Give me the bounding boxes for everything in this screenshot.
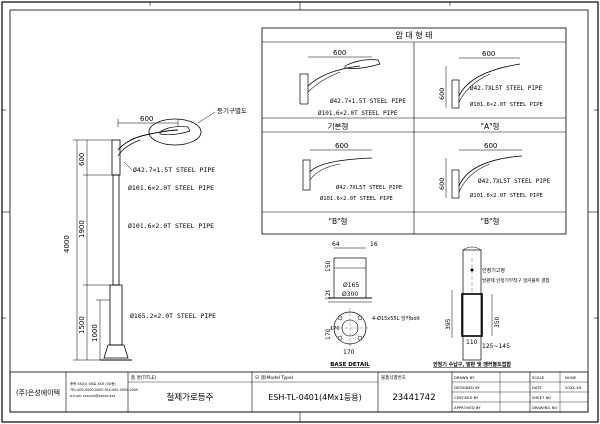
panel0-base: Ø101.6×2.0T STEEL PIPE <box>318 110 398 117</box>
panel3-width: 600 <box>484 142 497 150</box>
panel2-pipe: Ø42.7XL5T STEEL PIPE <box>336 184 402 191</box>
lamp-label: 등기구별도 <box>217 106 247 115</box>
door-detail: 안정기고정 발판제 안정기부착구 앵커볼트 결합 395 350 110 125… <box>433 246 551 368</box>
panel1-caption: "A"형 <box>481 122 500 131</box>
arm-table-title: 암 대 형 태 <box>395 30 432 40</box>
reg-number: 23441742 <box>392 393 435 403</box>
row-drawn: DRAWN BY <box>454 375 475 380</box>
reg-header: 물품식별번호 <box>381 374 406 381</box>
panel0-pipe: Ø42.7×1.5T STEEL PIPE <box>330 98 406 105</box>
arm-width-dim: 600 <box>140 115 153 123</box>
address-line-2: TEL:000-0000-0000 FAX:000-0000-0000 <box>69 388 138 392</box>
pole-foot <box>103 344 129 359</box>
name-header: 품 명(TITLE) <box>131 374 157 381</box>
base-d170c: 170 <box>330 326 340 332</box>
panel1-base: Ø101.6×2.0T STEEL PIPE <box>470 101 543 108</box>
lamp-circle <box>148 118 202 146</box>
panel3-caption: "B"형 <box>481 217 500 226</box>
arm-panel-b-right: 600 600 Ø42.7XL5T STEEL PIPE Ø101.6×2.0T… <box>438 142 551 226</box>
dim-4000: 4000 <box>63 235 71 253</box>
row-approved: APPROVED BY <box>454 405 481 410</box>
door-d350: 350 <box>494 316 501 328</box>
panel1-pipe: Ø42.7XL5T STEEL PIPE <box>470 85 543 92</box>
model-header: 모 델(Model Type) <box>255 374 294 381</box>
base-d12t: 12t <box>325 289 332 300</box>
dim-600: 600 <box>78 153 86 166</box>
arm-panel-a: 600 600 Ø42.7XL5T STEEL PIPE Ø101.6×2.0T… <box>438 50 543 131</box>
top-pipe-label: Ø101.6×2.0T STEEL PIPE <box>128 184 214 192</box>
val-date: 20XX.XX <box>565 385 582 390</box>
address-line-1: 충북 XXX시 XX로 XXX (XX동) <box>70 381 116 386</box>
panel3-base: Ø101.6×2.0T STEEL PIPE <box>470 192 543 199</box>
base-d150: 150 <box>325 260 332 272</box>
panel2-width: 600 <box>335 142 348 150</box>
arm-pipe-label: Ø42.7×1.5T STEEL PIPE <box>133 166 215 174</box>
pole-elevation: 600 등기구별도 Ø42.7×1.5T STEEL PIPE Ø101.6×2… <box>63 106 247 361</box>
company-name: (주)은성에이텍 <box>16 388 60 397</box>
address-line-3: e-mail: xxxxxx@xxxxx.xxx <box>70 394 115 398</box>
lamp-head <box>159 126 191 135</box>
dim-1500: 1500 <box>78 316 86 334</box>
base-pipe-label: Ø165.2×2.0T STEEL PIPE <box>130 312 216 320</box>
panel0-width: 600 <box>333 49 346 57</box>
door-d395: 395 <box>445 318 452 330</box>
panel1-height: 600 <box>438 88 446 100</box>
door-pad-label: 안정기고정 <box>482 267 505 274</box>
panel0-caption: 기본형 <box>328 122 349 131</box>
panel2-caption: "B"형 <box>329 217 348 226</box>
door-detail-label: 안정기 수납구, 발판 및 앵커볼트접합 <box>433 361 511 368</box>
model-number: ESH-TL-0401(4Mx1등용) <box>268 393 362 402</box>
door-box-label: 발판제 안정기부착구 앵커볼트 결합 <box>482 277 551 284</box>
row-date: DATE <box>532 385 542 390</box>
row-sheet: SHEET NO <box>532 395 551 400</box>
elevation-arm <box>117 129 179 151</box>
mid-pipe-label: Ø101.6×2.0T STEEL PIPE <box>128 222 214 230</box>
row-designed: DESIGNED BY <box>454 385 481 390</box>
row-drawing-no: DRAWING NO <box>532 405 558 410</box>
row-checked: CHECKED BY <box>454 395 479 400</box>
base-d170b: 170 <box>343 349 355 356</box>
base-bolt: 4-Ø15x55L 앙카bolt <box>372 315 420 322</box>
panel3-pipe: Ø42.7XL5T STEEL PIPE <box>478 178 551 185</box>
door-d110: 110 <box>466 339 478 346</box>
base-d165: Ø165 <box>343 282 359 289</box>
panel3-height: 600 <box>438 178 446 190</box>
arm-type-table: 암 대 형 태 600 Ø42.7×1.5T STEEL PIPE Ø101.6… <box>261 27 567 235</box>
base-d16: 16 <box>370 241 378 248</box>
base-d300: Ø300 <box>342 291 358 298</box>
dim-1900: 1900 <box>78 220 86 238</box>
panel2-base: Ø101.6×2.0T STEEL PIPE <box>320 195 393 202</box>
base-d64: 64 <box>332 241 340 248</box>
base-detail: 64 16 150 12t Ø165 Ø300 4-Ø15x55L 앙카bolt… <box>325 241 420 368</box>
base-detail-label: BASE DETAIL <box>330 362 370 368</box>
arm-panel-basic: 600 Ø42.7×1.5T STEEL PIPE Ø101.6×2.0T ST… <box>299 49 406 131</box>
arm-panel-b-left: 600 Ø42.7XL5T STEEL PIPE Ø101.6×2.0T STE… <box>302 142 402 226</box>
base-d170: 170 <box>325 328 332 340</box>
product-name: 철제가로등주 <box>167 392 214 403</box>
panel1-width: 600 <box>482 50 495 58</box>
door-opening <box>461 293 483 337</box>
title-block: (주)은성에이텍 충북 XXX시 XX로 XXX (XX동) TEL:000-0… <box>9 371 589 413</box>
val-scale: NONE <box>565 375 577 380</box>
dim-1000: 1000 <box>91 324 99 342</box>
door-d125: 125~145 <box>482 343 510 350</box>
row-scale: SCALE <box>532 375 545 380</box>
